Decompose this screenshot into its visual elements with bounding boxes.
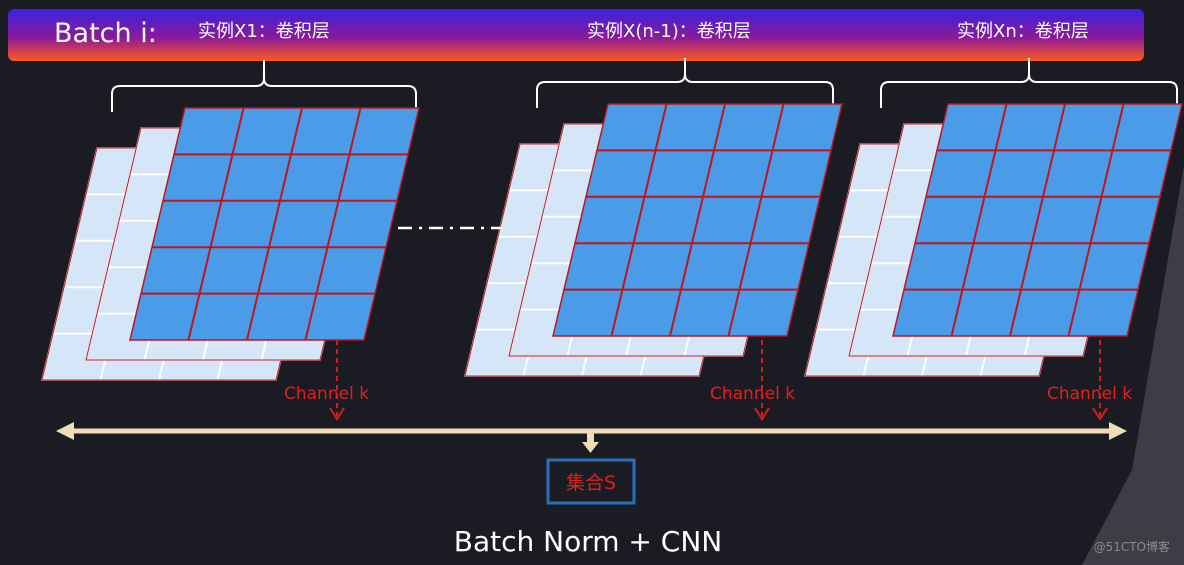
feature-stack-xn-1 <box>464 103 843 377</box>
brace-x1 <box>111 60 417 112</box>
front-layer-grid-col-line <box>669 103 726 337</box>
feature-stack-x1 <box>41 107 420 381</box>
set-s-label: 集合S <box>566 472 616 494</box>
channel-label-3: Channel k <box>1047 384 1132 404</box>
batch-label: Batch i: <box>54 18 157 49</box>
channel-arrowhead-2 <box>754 407 770 421</box>
corner-shade <box>1082 165 1184 565</box>
front-layer-grid-col-line <box>1009 103 1066 337</box>
braces <box>111 58 1178 112</box>
front-layer-grid-col-line <box>1067 103 1125 337</box>
arrowhead-right <box>1109 422 1127 440</box>
brace-xn <box>880 58 1178 108</box>
down-arrow-stem <box>587 433 594 443</box>
set-s-box <box>546 458 636 505</box>
instance-label-xn-1: 实例X(n-1)：卷积层 <box>587 21 751 42</box>
channel-arrows <box>329 340 1108 421</box>
header-bar <box>8 9 1144 61</box>
instance-label-xn: 实例Xn：卷积层 <box>957 21 1089 42</box>
front-layer-grid-col-line <box>304 107 362 341</box>
down-arrowhead <box>582 442 599 453</box>
collection-arrow <box>56 422 1127 453</box>
front-layer-grid-col-line <box>246 107 303 341</box>
brace-xn-1 <box>536 58 834 108</box>
front-layer-grid-col-line <box>950 103 1008 337</box>
front-layer-grid-col-line <box>727 103 785 337</box>
channel-label-2: Channel k <box>710 384 795 404</box>
front-layer-grid-col-line <box>187 107 245 341</box>
channel-arrowhead-1 <box>329 407 345 421</box>
channel-arrowhead-3 <box>1092 407 1108 421</box>
watermark: @51CTO博客 <box>1093 540 1170 554</box>
front-layer-grid-col-line <box>610 103 668 337</box>
channel-label-1: Channel k <box>284 384 369 404</box>
footer-title: Batch Norm + CNN <box>454 525 722 558</box>
instance-label-x1: 实例X1：卷积层 <box>198 21 330 42</box>
feature-stack-xn <box>804 103 1183 377</box>
arrowhead-left <box>56 422 74 440</box>
